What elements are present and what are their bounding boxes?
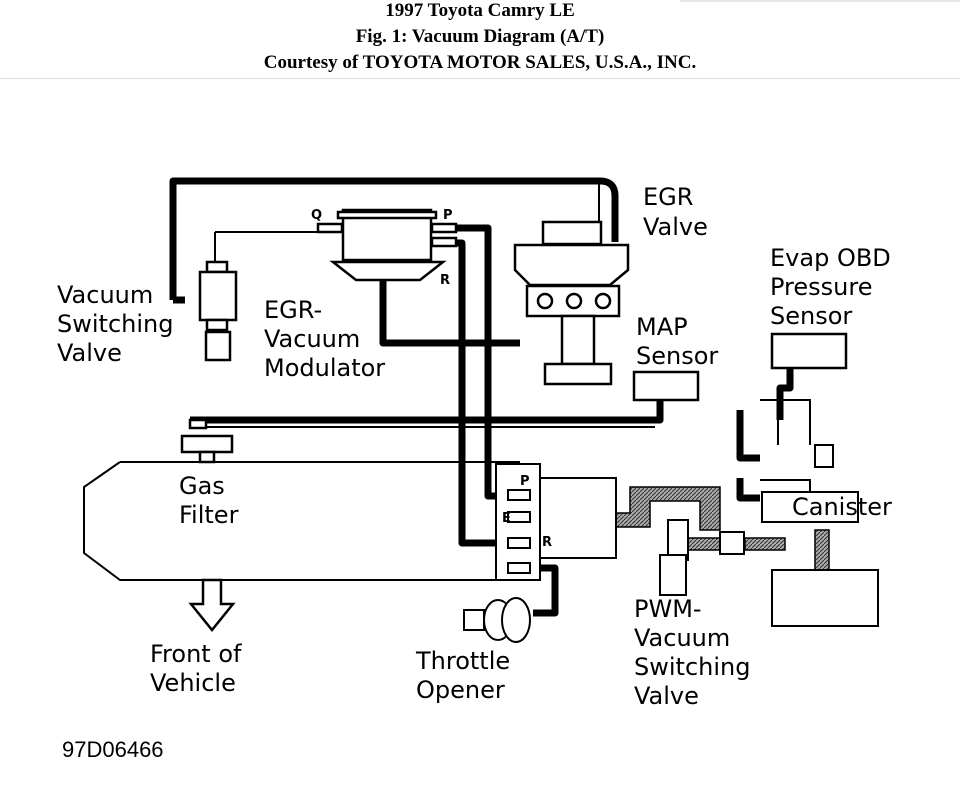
front-arrow-icon bbox=[188, 578, 236, 632]
vsv-label-1: Vacuum bbox=[57, 281, 153, 309]
egr-vacuum-modulator bbox=[316, 208, 458, 282]
egr-valve bbox=[513, 220, 630, 386]
evap-obd-label-3: Sensor bbox=[770, 302, 852, 330]
port-r-label: R bbox=[542, 535, 552, 550]
figure-caption: Fig. 1: Vacuum Diagram (A/T) bbox=[355, 26, 605, 47]
port-r-modulator-label: R bbox=[440, 273, 450, 288]
map-sensor-label-2: Sensor bbox=[636, 342, 718, 370]
gas-filter-label-2: Filter bbox=[179, 501, 239, 529]
courtesy-line: Courtesy of TOYOTA MOTOR SALES, U.S.A., … bbox=[263, 52, 697, 73]
corner-shadow bbox=[680, 0, 960, 2]
gas-filter bbox=[180, 418, 234, 464]
evap-obd-pressure-sensor bbox=[770, 332, 848, 370]
figure-code: 97D06466 bbox=[62, 737, 164, 762]
pwm-vsv-label-2: Vacuum bbox=[634, 624, 730, 652]
pwm-vsv-label-4: Valve bbox=[634, 682, 699, 710]
evap-obd-label-2: Pressure bbox=[770, 273, 872, 301]
front-vehicle-label-2: Vehicle bbox=[150, 669, 236, 697]
doc-title: 1997 Toyota Camry LE bbox=[385, 0, 575, 21]
port-p-modulator-label: P bbox=[443, 208, 453, 223]
throttle-opener-label-2: Opener bbox=[416, 676, 505, 704]
header: 1997 Toyota Camry LE Fig. 1: Vacuum Diag… bbox=[0, 0, 960, 79]
port-e-label: E bbox=[502, 511, 511, 526]
vsv-label-3: Valve bbox=[57, 339, 122, 367]
throttle-opener-label-1: Throttle bbox=[415, 647, 510, 675]
pwm-vsv-label-3: Switching bbox=[634, 653, 750, 681]
egr-valve-label-2: Valve bbox=[643, 213, 708, 241]
canister-label: Canister bbox=[792, 493, 892, 521]
vsv-label-2: Switching bbox=[57, 310, 173, 338]
egr-valve-label-1: EGR bbox=[643, 183, 693, 211]
egr-modulator-label-3: Modulator bbox=[264, 354, 385, 382]
front-vehicle-label-1: Front of bbox=[150, 640, 242, 668]
port-q-label: Q bbox=[311, 208, 322, 223]
port-block bbox=[495, 463, 617, 581]
gas-filter-label-1: Gas bbox=[179, 472, 225, 500]
evap-obd-label-1: Evap OBD bbox=[770, 244, 891, 272]
map-sensor bbox=[632, 370, 700, 402]
canister bbox=[761, 444, 879, 627]
map-sensor-label-1: MAP bbox=[636, 313, 688, 341]
throttle-opener bbox=[463, 597, 531, 643]
egr-modulator-label-1: EGR- bbox=[264, 296, 322, 324]
pwm-vsv-label-1: PWM- bbox=[634, 595, 702, 623]
port-p-label: P bbox=[520, 474, 530, 489]
vacuum-switching-valve bbox=[198, 260, 238, 362]
engine-outline bbox=[83, 461, 520, 581]
pwm-vacuum-switching-valve bbox=[659, 519, 745, 596]
egr-modulator-label-2: Vacuum bbox=[264, 325, 360, 353]
